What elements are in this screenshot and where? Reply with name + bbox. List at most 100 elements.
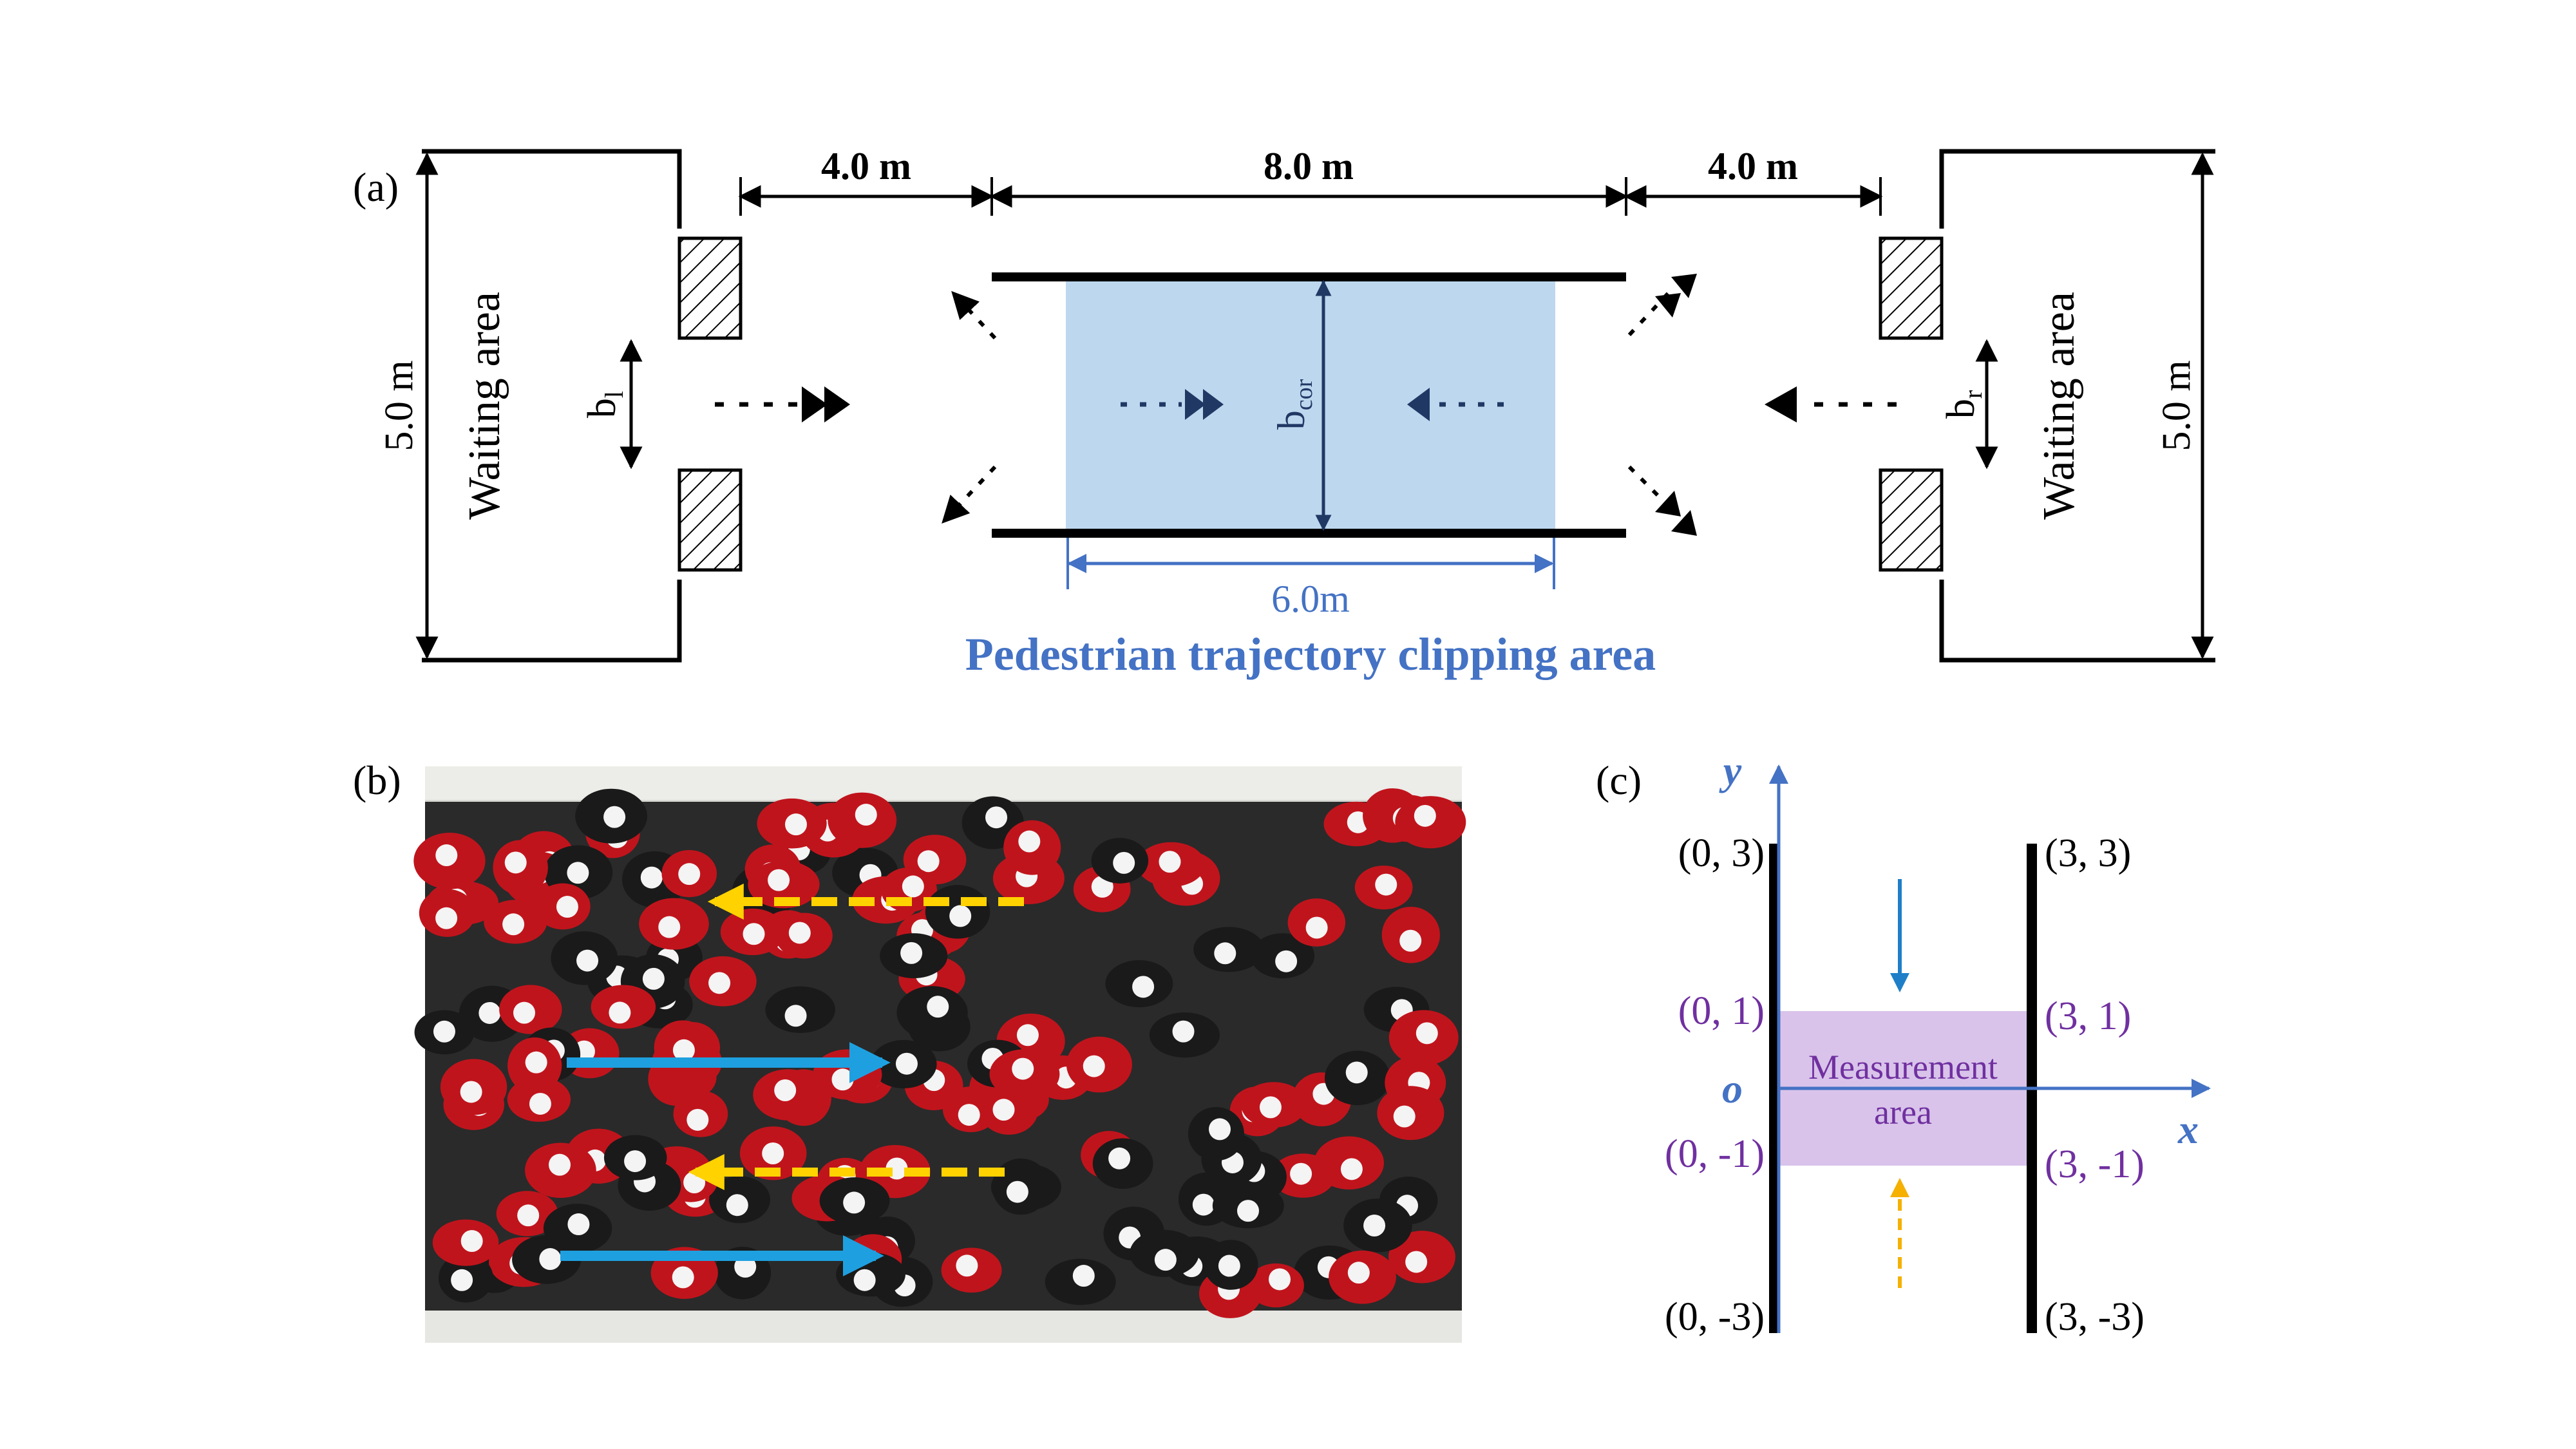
pedestrian-cap [525,1051,547,1074]
coord-top-right: (3, 3) [2045,831,2131,875]
coord-lower-right: (3, -1) [2045,1142,2145,1186]
pedestrian-cap [895,1052,918,1075]
pedestrian-cap [853,1269,876,1291]
right-wall-top [1879,236,1944,340]
pedestrian-cap [768,869,790,891]
pedestrian-cap [517,1204,540,1227]
pedestrian-cap [1399,929,1422,952]
left-inflow-arrow [715,386,850,422]
measurement-label-line2: area [1874,1093,1932,1132]
pedestrian-cap [1154,1249,1177,1271]
crowd-photo [413,766,1466,1343]
pedestrian-cap [788,922,811,944]
pedestrian-cap [1290,1162,1312,1185]
pedestrian-cap [603,806,626,828]
pedestrian-cap [1405,1251,1428,1273]
left-height-label: 5.0 m [377,360,421,451]
exit-arrow-left-top [951,290,997,340]
pedestrian-cap [1218,1255,1240,1277]
exit-arrow-right-top [1627,274,1697,337]
pedestrian-cap [1268,1268,1291,1291]
right-height-label: 5.0 m [2155,360,2199,451]
panel-c: (c) Measurement area y x o (0, 3) (3, 3)… [1596,748,2211,1339]
pedestrian-cap [1113,851,1135,874]
left-waiting-area-outline [422,149,682,663]
left-wall-bottom [677,468,743,572]
pedestrian-cap [958,1104,980,1126]
pedestrian-cap [1340,1158,1363,1180]
pedestrian-cap [624,1150,647,1173]
pedestrian-cap [672,1039,695,1061]
pedestrian-cap [1305,916,1328,939]
pedestrian-cap [640,866,663,889]
pedestrian-cap [687,1108,709,1131]
coord-top-left: (0, 3) [1678,831,1765,875]
origin-label: o [1722,1066,1743,1112]
pedestrian-cap [784,813,807,836]
pedestrian-cap [1132,976,1155,998]
pedestrian-cap [435,844,458,867]
coord-lower-left: (0, -1) [1665,1132,1765,1176]
pedestrian-cap [672,1266,694,1289]
right-waiting-area-label: Waiting area [2034,292,2084,520]
pedestrian-cap [1275,950,1298,972]
pedestrian-cap [1208,1118,1231,1141]
clipping-area [1066,278,1555,529]
pedestrian-cap [1018,830,1041,853]
b-left-label: bl [580,391,629,418]
pedestrian-cap [1012,1057,1034,1080]
coord-mid-left: (0, 1) [1678,989,1765,1033]
corridor-rightward-arrow [1121,389,1224,420]
panel-a-label: (a) [353,164,399,210]
pedestrian-cap [433,1020,455,1043]
pedestrian-cap [567,862,589,884]
pedestrian-cap [985,806,1008,829]
pedestrian-cap [1006,1180,1028,1203]
pedestrian-cap [1345,1061,1368,1084]
left-wall-top [677,236,743,340]
pedestrian-cap [609,1001,631,1024]
pedestrian-cap [556,896,578,918]
pedestrian-cap [460,1230,483,1253]
pedestrian-cap [502,913,525,936]
pedestrian-cap [726,1194,748,1217]
pedestrian-cap [504,851,527,874]
dim-left-gap-label: 4.0 m [821,145,911,187]
right-inflow-arrow [1765,386,1897,422]
pedestrian-cap [743,923,765,945]
pedestrian-cap [1108,1147,1131,1170]
panel-a: (a) 5.0 m Waiting area bl 4.0 m 8.0 m 4.… [353,145,2215,680]
pedestrian-cap [642,967,665,990]
pedestrian-cap [460,1081,482,1103]
right-wall-bottom [1879,468,1944,572]
clip-area-title: Pedestrian trajectory clipping area [965,629,1656,680]
pedestrian-cap [529,1092,551,1115]
x-axis-label: x [2177,1106,2199,1152]
pedestrian-cap [831,1068,854,1091]
right-waiting-area-outline [1939,149,2215,663]
pedestrian-cap [1159,851,1181,873]
pedestrian-cap [774,1079,797,1102]
clip-width-label: 6.0m [1271,578,1350,620]
pedestrian-cap [1214,942,1236,965]
pedestrian-cap [956,1255,978,1277]
pedestrian-cap [843,1191,866,1214]
pedestrian-cap [855,804,877,826]
pedestrian-cap [992,1099,1015,1121]
exit-arrow-right-bottom [1627,465,1697,536]
b-right-label: br [1939,390,1987,419]
dim-middle-label: 8.0 m [1264,145,1354,187]
pedestrian-cap [917,850,940,873]
pedestrian-cap [1375,873,1397,896]
pedestrian-cap [451,1269,473,1291]
pedestrian-cap [900,942,923,964]
panel-b-label: (b) [353,757,401,803]
pedestrian-cap [1172,1020,1195,1043]
panel-b: (b) [353,757,1466,1343]
coord-mid-right: (3, 1) [2045,994,2131,1038]
pedestrian-cap [784,1005,807,1027]
pedestrian-cap [567,1213,590,1236]
pedestrian-cap [539,1248,562,1271]
pedestrian-cap [549,1153,571,1176]
